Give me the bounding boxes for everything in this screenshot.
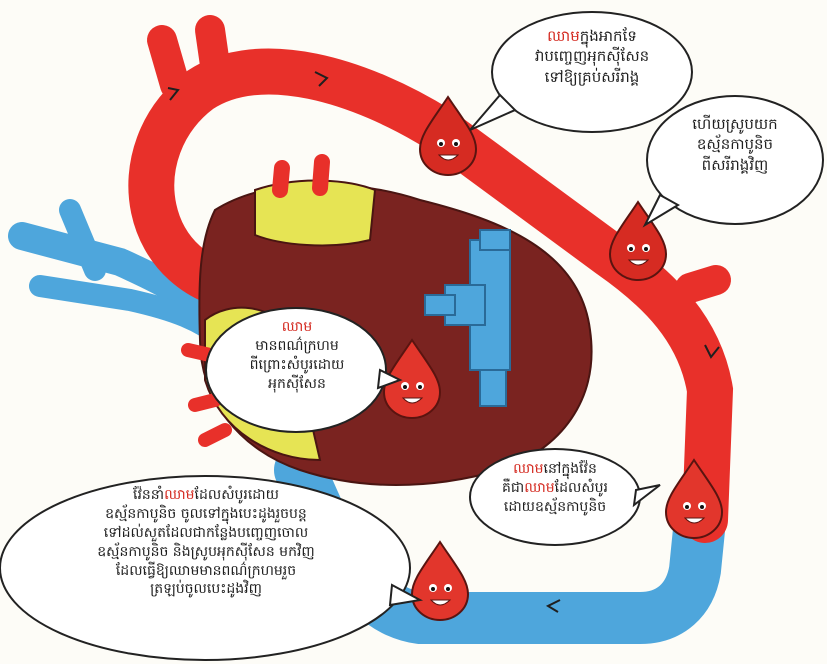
keyword-blood: ឈាម bbox=[212, 318, 382, 337]
keyword-blood: ឈាម bbox=[513, 461, 543, 477]
bubble-text-heart: ឈាម មានពណ៌ក្រហម ពីព្រោះសំបូរដោយ អុកស៊ីសែ… bbox=[212, 318, 382, 394]
pulmonary-stub-5 bbox=[205, 430, 225, 440]
bubble-text-bottom-left: វ៉ែននាំឈាមដែលសំបូរដោយ ឧស្ម័នកាបូនិច ចូលទ… bbox=[16, 486, 396, 599]
keyword-blood: ឈាម bbox=[164, 487, 194, 503]
bubble-text-top-right: ឈាមក្នុងអាកទែ វាបញ្ចេញអុកស៊ីសែន ទៅឱ្យគ្រ… bbox=[502, 26, 682, 87]
pulmonary-stub-1 bbox=[280, 168, 282, 190]
pulmonary-stub-3 bbox=[188, 350, 210, 355]
keyword-blood: ឈាម bbox=[524, 480, 554, 496]
blood-drop-mascot-bottom bbox=[412, 542, 468, 620]
pulmonary-stub-2 bbox=[320, 162, 322, 188]
aorta-branch-1 bbox=[162, 40, 175, 85]
bubble-text-vein: ឈាមនៅក្នុងវ៉ែន គឺជាឈាមដែលសំបូរ ដោយឧស្ម័ន… bbox=[475, 460, 635, 517]
aorta-side-branch bbox=[690, 280, 716, 288]
bubble-text-right: ហើយស្រូបយក ឧស្ម័នកាបូនិច ពីសរីរាង្គវិញ bbox=[655, 114, 815, 175]
pulmonary-stub-4 bbox=[195, 400, 215, 405]
aorta-branch-2 bbox=[210, 30, 215, 65]
keyword-blood: ឈាម bbox=[547, 27, 580, 45]
